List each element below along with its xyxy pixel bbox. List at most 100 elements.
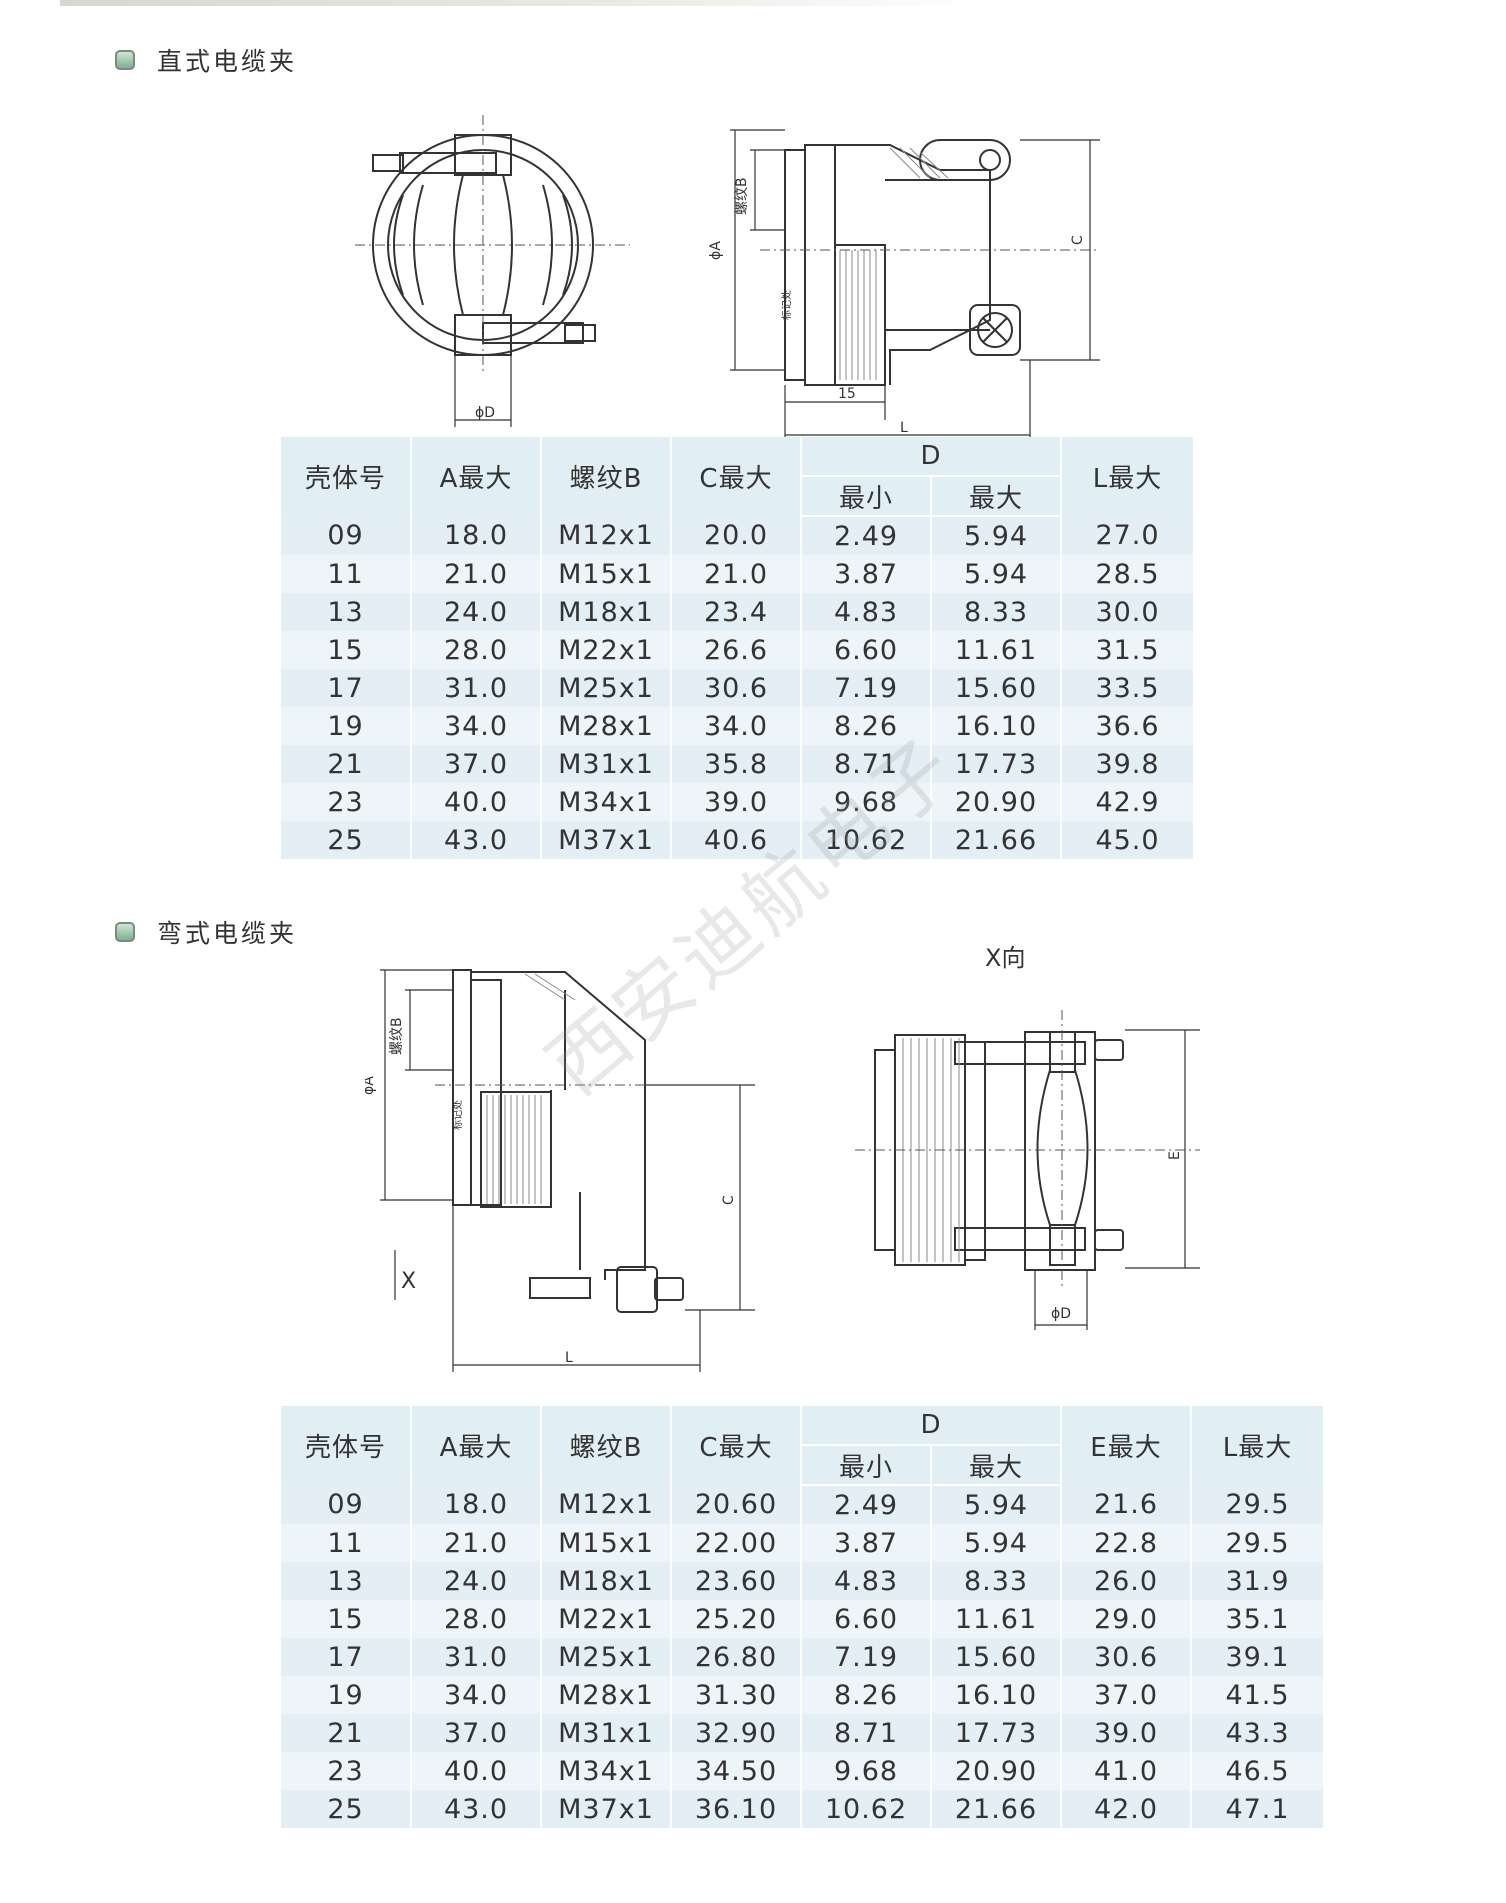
table-cell: 17 xyxy=(281,1638,412,1676)
table-cell: 34.0 xyxy=(411,1676,542,1714)
section-bullet-icon xyxy=(115,50,135,70)
table-cell: 3.87 xyxy=(801,1524,932,1562)
table-cell: 35.1 xyxy=(1191,1600,1323,1638)
table-cell: 36.6 xyxy=(1061,707,1193,745)
table-cell: M12x1 xyxy=(541,1485,672,1524)
dim-thread-b-label: 螺纹B xyxy=(734,177,750,215)
table-cell: 43.0 xyxy=(411,1790,542,1828)
table-cell: 42.0 xyxy=(1061,1790,1192,1828)
view-x-label: X xyxy=(401,1269,416,1294)
dim-l-label: L xyxy=(565,1350,573,1366)
table-cell: 9.68 xyxy=(801,783,932,821)
table-cell: 15 xyxy=(281,631,412,669)
table-cell: 34.50 xyxy=(671,1752,802,1790)
table-cell: 30.6 xyxy=(1061,1638,1192,1676)
table-cell: 19 xyxy=(281,707,412,745)
table-cell: 39.0 xyxy=(671,783,802,821)
table-cell: 31.30 xyxy=(671,1676,802,1714)
table-cell: 9.68 xyxy=(801,1752,932,1790)
section-header-straight: 直式电缆夹 xyxy=(115,42,297,78)
table-cell: 45.0 xyxy=(1061,821,1193,859)
table-cell: 8.26 xyxy=(801,1676,932,1714)
table-cell: M28x1 xyxy=(541,1676,672,1714)
table-cell: 2.49 xyxy=(801,516,932,555)
table-cell: 23.4 xyxy=(671,593,802,631)
table-cell: 7.19 xyxy=(801,669,932,707)
table-cell: 47.1 xyxy=(1191,1790,1323,1828)
header-c-max: C最大 xyxy=(671,1406,802,1485)
header-thread-b: 螺纹B xyxy=(541,437,672,516)
table-cell: 11 xyxy=(281,1524,412,1562)
mark-label: 标记处 xyxy=(452,1100,464,1130)
table-cell: 8.71 xyxy=(801,745,932,783)
table-cell: 40.0 xyxy=(411,1752,542,1790)
table-cell: M15x1 xyxy=(541,555,672,593)
header-d-max: 最大 xyxy=(931,1445,1062,1486)
header-d-min: 最小 xyxy=(801,476,932,517)
table-cell: 22.00 xyxy=(671,1524,802,1562)
table-cell: 24.0 xyxy=(411,593,542,631)
table-cell: 8.33 xyxy=(931,593,1062,631)
table-cell: 15.60 xyxy=(931,1638,1062,1676)
table-cell: 15.60 xyxy=(931,669,1062,707)
table-cell: 18.0 xyxy=(411,516,542,555)
table-cell: 29.5 xyxy=(1191,1524,1323,1562)
table-cell: 21.66 xyxy=(931,821,1062,859)
table-cell: 11 xyxy=(281,555,412,593)
table-cell: 40.0 xyxy=(411,783,542,821)
header-shell-size: 壳体号 xyxy=(281,1406,412,1485)
table-cell: 8.33 xyxy=(931,1562,1062,1600)
header-thread-b: 螺纹B xyxy=(541,1406,672,1485)
dim-e-label: E xyxy=(1167,1151,1183,1160)
table-cell: 23 xyxy=(281,783,412,821)
table-cell: 39.8 xyxy=(1061,745,1193,783)
table-cell: 41.5 xyxy=(1191,1676,1323,1714)
table-cell: 2.49 xyxy=(801,1485,932,1524)
table-cell: M22x1 xyxy=(541,1600,672,1638)
table-cell: 25 xyxy=(281,1790,412,1828)
table-cell: 37.0 xyxy=(411,1714,542,1752)
table-cell: 26.80 xyxy=(671,1638,802,1676)
table-cell: 6.60 xyxy=(801,1600,932,1638)
table-cell: 31.5 xyxy=(1061,631,1193,669)
top-decor-bar xyxy=(60,0,980,6)
straight-clamp-side-view: 15 L C ϕA 螺纹B 标记处 xyxy=(708,129,1100,440)
dim-phid-label: ϕD xyxy=(1051,1306,1071,1322)
table-cell: M25x1 xyxy=(541,669,672,707)
table-cell: 09 xyxy=(281,1485,412,1524)
header-d: D xyxy=(801,437,1062,477)
table-cell: 23 xyxy=(281,1752,412,1790)
header-d-max: 最大 xyxy=(931,476,1062,517)
table-cell: 21.0 xyxy=(671,555,802,593)
header-l-max: L最大 xyxy=(1061,437,1193,516)
table-cell: 34.0 xyxy=(671,707,802,745)
table-cell: 7.19 xyxy=(801,1638,932,1676)
table-cell: 09 xyxy=(281,516,412,555)
table-cell: 11.61 xyxy=(931,631,1062,669)
table-cell: M28x1 xyxy=(541,707,672,745)
table-cell: 21.66 xyxy=(931,1790,1062,1828)
table-cell: 26.0 xyxy=(1061,1562,1192,1600)
table-cell: 13 xyxy=(281,593,412,631)
header-a-max: A最大 xyxy=(411,1406,542,1485)
table-cell: 46.5 xyxy=(1191,1752,1323,1790)
table-cell: M15x1 xyxy=(541,1524,672,1562)
table-cell: 25 xyxy=(281,821,412,859)
table-cell: 31.9 xyxy=(1191,1562,1323,1600)
table-cell: 42.9 xyxy=(1061,783,1193,821)
table-cell: 4.83 xyxy=(801,593,932,631)
dim-c-label: C xyxy=(721,1195,737,1205)
